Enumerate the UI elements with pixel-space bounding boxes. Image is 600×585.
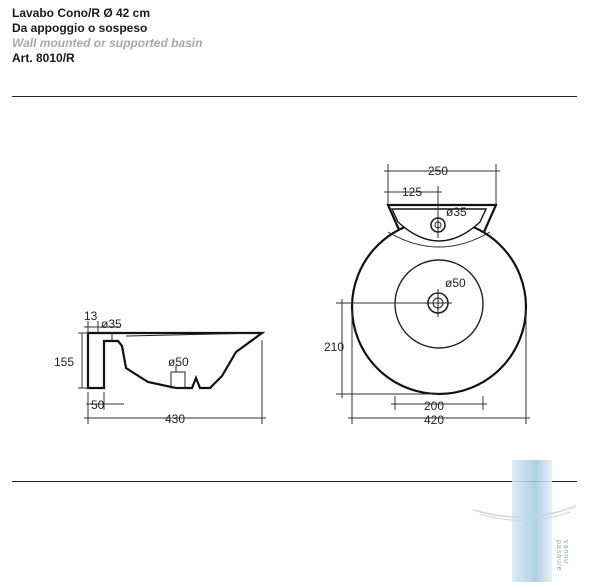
dim-430-label: 430	[165, 412, 185, 426]
dim-125-label: 125	[402, 185, 422, 199]
top-inner-bowl	[394, 259, 484, 349]
side-drain-pipe	[170, 371, 186, 389]
watermark-arc-icon	[473, 505, 577, 521]
dim-top-drain-label: ø50	[445, 276, 466, 290]
product-title: Lavabo Cono/R Ø 42 cm	[12, 6, 151, 20]
top-basin-outline	[350, 218, 528, 396]
side-basin-inner-rim	[125, 332, 263, 337]
dim-155-label: 155	[54, 355, 74, 369]
bottom-divider	[12, 481, 577, 482]
dim-side-drain-label: ø50	[168, 355, 189, 369]
dim-420-label: 420	[424, 413, 444, 427]
top-view: 250 125 ø35 ø50 210 200 420	[324, 164, 530, 427]
header: Lavabo Cono/R Ø 42 cm Da appoggio o sosp…	[12, 6, 202, 66]
dim-side-35-label: ø35	[101, 317, 122, 331]
top-divider	[12, 96, 577, 97]
dim-top-35-label: ø35	[446, 205, 467, 219]
subtitle-italian: Da appoggio o sospeso	[12, 21, 148, 35]
watermark-logo	[512, 460, 552, 582]
watermark-text: vannu pasaule	[555, 540, 569, 572]
side-view: 13 ø35 155 ø50 50 430	[54, 309, 266, 426]
dim-50-label: 50	[91, 398, 105, 412]
dim-13-label: 13	[84, 309, 98, 323]
article-number: Art. 8010/R	[12, 51, 75, 65]
dim-200-label: 200	[424, 399, 444, 413]
dim-210-label: 210	[324, 340, 344, 354]
top-deck-curve	[387, 231, 491, 248]
subtitle-english: Wall mounted or supported basin	[12, 36, 203, 50]
top-deck-hump	[390, 208, 488, 242]
dim-250-label: 250	[428, 164, 448, 178]
